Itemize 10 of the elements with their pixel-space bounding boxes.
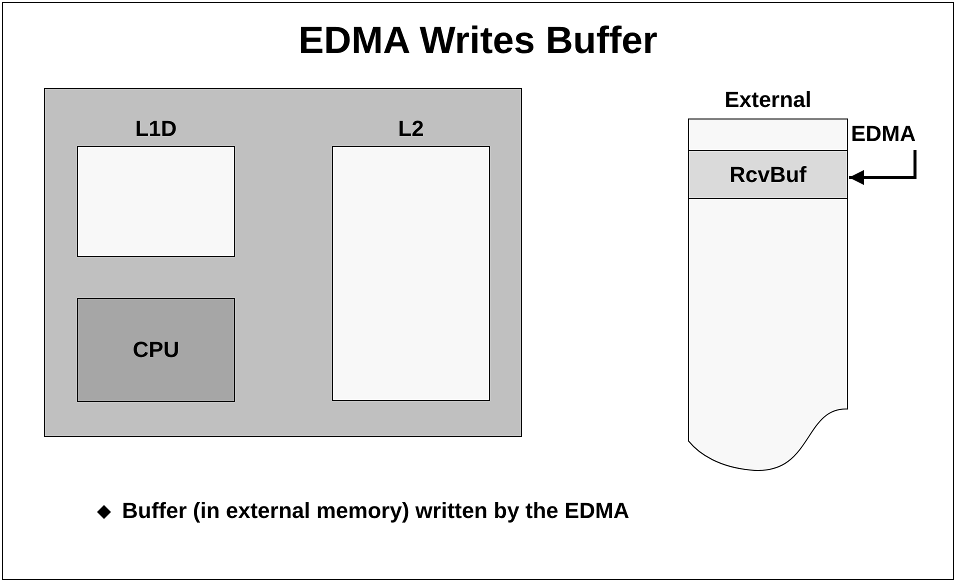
box-label: CPU — [132, 337, 180, 363]
arrow — [849, 150, 916, 185]
chip-panel — [44, 88, 522, 437]
title: EDMA Writes Buffer — [298, 20, 658, 62]
memory-heading: External — [724, 87, 812, 113]
edma-label: EDMA — [851, 121, 916, 147]
bullet-text: Buffer (in external memory) written by the EDMA — [122, 498, 630, 524]
box-heading: L1D — [134, 116, 178, 142]
box-heading: L2 — [397, 116, 425, 142]
box-label: RcvBuf — [729, 162, 806, 188]
